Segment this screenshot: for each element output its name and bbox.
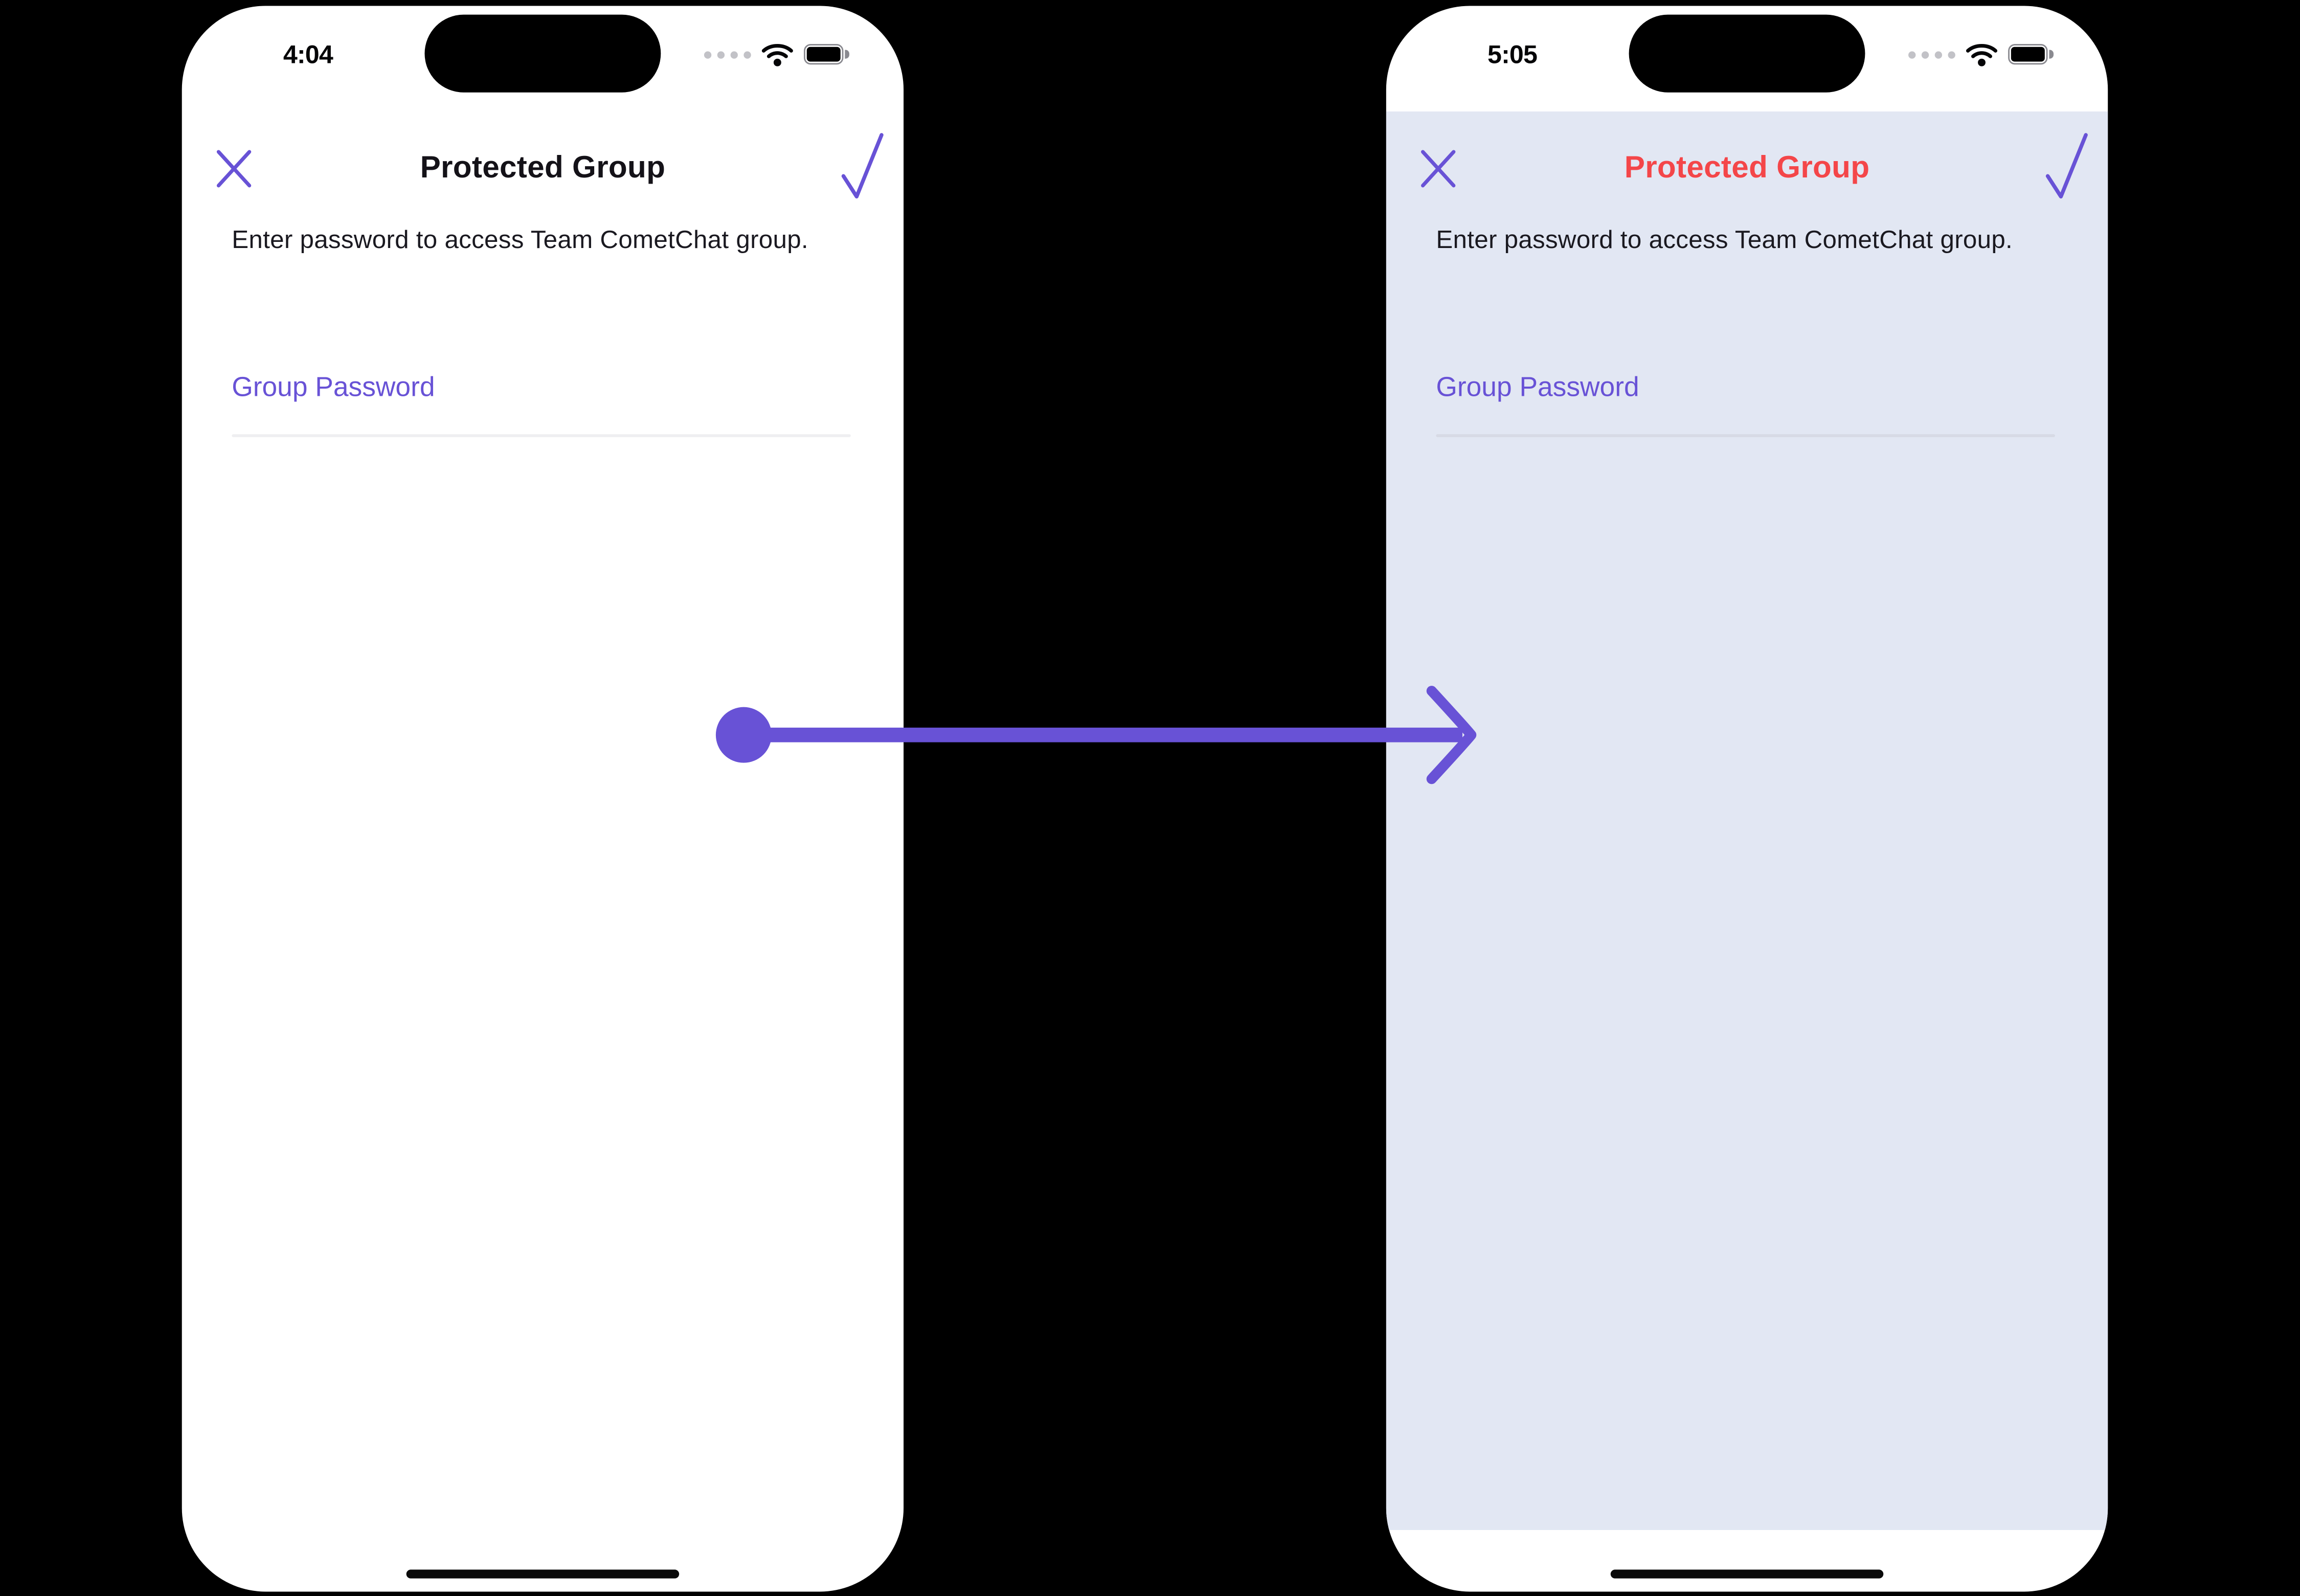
check-icon bbox=[2045, 133, 2088, 199]
themed-screen-background bbox=[1386, 111, 2108, 1530]
group-password-field bbox=[1436, 364, 2055, 437]
cellular-signal-icon bbox=[704, 50, 751, 58]
description-text: Enter password to access Team CometChat … bbox=[232, 224, 808, 254]
close-button[interactable] bbox=[1418, 149, 1458, 188]
status-time: 4:04 bbox=[283, 39, 333, 69]
confirm-button[interactable] bbox=[2045, 130, 2089, 203]
phone-mockup-default-theme: 4:04 Protected Group bbox=[182, 6, 904, 1592]
group-password-field bbox=[232, 364, 851, 437]
nav-header: Protected Group bbox=[182, 133, 904, 203]
home-indicator bbox=[406, 1569, 680, 1579]
dynamic-island bbox=[424, 14, 661, 93]
nav-header: Protected Group bbox=[1386, 133, 2108, 203]
status-time: 5:05 bbox=[1487, 39, 1538, 69]
home-indicator bbox=[1610, 1569, 1884, 1579]
wifi-icon bbox=[1966, 43, 1997, 66]
status-bar: 4:04 bbox=[182, 6, 904, 102]
status-bar: 5:05 bbox=[1386, 6, 2108, 102]
dynamic-island bbox=[1629, 14, 1865, 93]
group-password-input[interactable] bbox=[232, 364, 851, 411]
check-icon bbox=[841, 133, 884, 199]
cellular-signal-icon bbox=[1908, 50, 1955, 58]
close-button[interactable] bbox=[214, 149, 254, 188]
page-title: Protected Group bbox=[420, 151, 666, 185]
close-icon bbox=[1420, 150, 1456, 188]
phone-mockup-custom-theme: 5:05 Protected Group bbox=[1386, 6, 2108, 1592]
description-text: Enter password to access Team CometChat … bbox=[1436, 224, 2013, 254]
page-title: Protected Group bbox=[1624, 151, 1870, 185]
wifi-icon bbox=[761, 43, 793, 66]
battery-icon bbox=[803, 44, 849, 65]
status-icons bbox=[1908, 6, 2054, 102]
group-password-input[interactable] bbox=[1436, 364, 2055, 411]
field-underline bbox=[1436, 434, 2055, 437]
status-icons bbox=[704, 6, 849, 102]
close-icon bbox=[216, 150, 252, 188]
confirm-button[interactable] bbox=[841, 130, 885, 203]
field-underline bbox=[232, 434, 851, 437]
battery-icon bbox=[2008, 44, 2054, 65]
